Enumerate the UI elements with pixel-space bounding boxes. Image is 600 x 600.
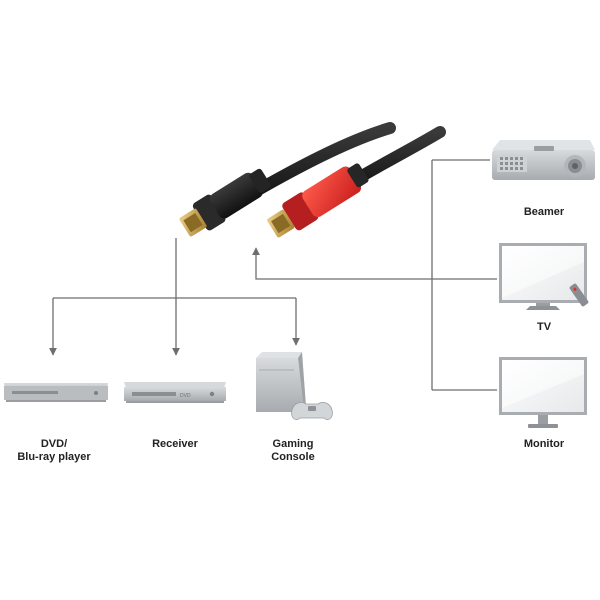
monitor-icon [499,357,587,428]
tv-icon [499,243,589,310]
monitor-label: Monitor [523,438,565,450]
console-label: Gaming Console [271,438,315,463]
tv-label: TV [536,321,552,333]
dvd-label: DVD/ Blu-ray player [17,438,91,463]
red-hdmi-plug-icon [267,163,369,238]
receiver-label: Receiver [152,438,198,450]
beamer-label: Beamer [523,206,565,218]
black-hdmi-plug-icon [179,168,271,237]
dvd-player-icon [4,383,108,402]
svg-text:DVD: DVD [180,393,191,399]
sink-input-line [252,247,432,280]
source-connectors [49,238,300,356]
game-console-icon [256,352,333,420]
av-receiver-icon: DVD [124,382,226,403]
display-connectors [252,159,497,391]
projector-icon [492,140,595,180]
